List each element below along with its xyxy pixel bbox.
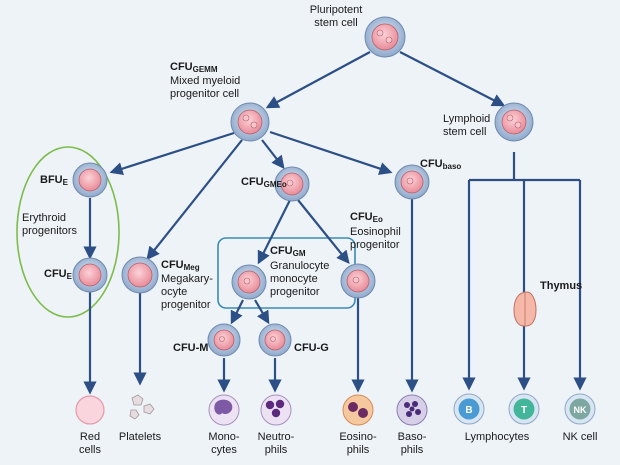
lymphoid-stem-cell [494,102,534,142]
cfu-eo-label: CFUEo [350,211,383,224]
arrow-to-cfu-gm [257,199,291,265]
bfu-e-label: BFUE [40,174,68,187]
arrow-to-cfu-gmeo [261,139,285,170]
nk-cell-letters: NK [574,405,587,415]
arrow-to-cfu-eo [297,199,350,265]
pluripotent-stem-cell-label: Pluripotent stem cell [309,4,363,29]
bfu-e-cell [72,162,108,198]
arrow-to-cfu-baso [269,130,393,175]
red-cells-label: Red cells [78,431,101,456]
cfu-gemm-cell [230,102,270,142]
cfu-m-label: CFU-M [173,342,209,354]
t-lymphocyte-cell [508,393,540,425]
arrow-to-cfu-g [254,299,270,325]
t-cell-letter: T [521,405,527,416]
cfu-m-cell [207,323,241,357]
cfu-gemm-label: CFUGEMM [170,61,218,74]
neutrophils-label: Neutro- phils [257,431,295,456]
erythroid-progenitors-label: Erythroid progenitors [22,212,78,237]
arrow-to-cfu-m [230,299,244,325]
cfu-e-label: CFUE [44,268,72,281]
arrow-to-cfu-meg [146,139,243,261]
basophil-cell [396,394,428,426]
cfu-meg-cell [121,256,159,294]
arrow-to-lymphoid [399,51,506,107]
b-lymphocyte-cell [453,393,485,425]
eosinophils-label: Eosino- phils [339,431,377,456]
monocyte-cell [208,394,240,426]
cfu-e-cell [72,257,108,293]
arrow-to-cfu-gemm [265,51,371,109]
cfu-baso-label: CFUbaso [420,158,462,171]
cfu-meg-label: CFUMeg [161,259,200,272]
lymphoid-stem-cell-label: Lymphoid stem cell [443,113,491,138]
lymphocytes-label: Lymphocytes [464,431,530,443]
granulocyte-monocyte-label: Granulocyte monocyte progenitor [270,260,330,298]
pluripotent-stem-cell [364,16,406,58]
cfu-gm-label: CFUGM [270,245,306,258]
cfu-eo-cell [340,263,376,299]
eosinophil-progenitor-label: Eosinophil progenitor [350,226,401,251]
eosinophil-cell [342,394,374,426]
nk-cell [564,393,596,425]
megakaryocyte-progenitor-label: Megakary- ocyte progenitor [161,273,213,311]
cfu-g-label: CFU-G [294,342,329,354]
basophils-label: Baso- phils [397,431,427,456]
thymus-label: Thymus [540,280,583,292]
platelets-label: Platelets [118,431,162,443]
erythroid-progenitors-outline [16,146,120,318]
nk-cell-label: NK cell [562,431,598,443]
arrows [83,51,587,395]
platelets-cluster [129,394,155,420]
cfu-g-cell [258,323,292,357]
monocytes-label: Mono- cytes [208,431,240,456]
red-cell [75,395,105,425]
mixed-myeloid-label: Mixed myeloid progenitor cell [170,75,241,100]
b-cell-letter: B [465,405,472,416]
cfu-gm-cell [231,264,267,300]
cfu-gmeo-cell [274,166,310,202]
cfu-gmeo-label: CFUGMEo [241,176,287,189]
arrow-to-bfu-e [109,131,235,176]
cfu-baso-cell [394,164,430,200]
neutrophil-cell [260,394,292,426]
